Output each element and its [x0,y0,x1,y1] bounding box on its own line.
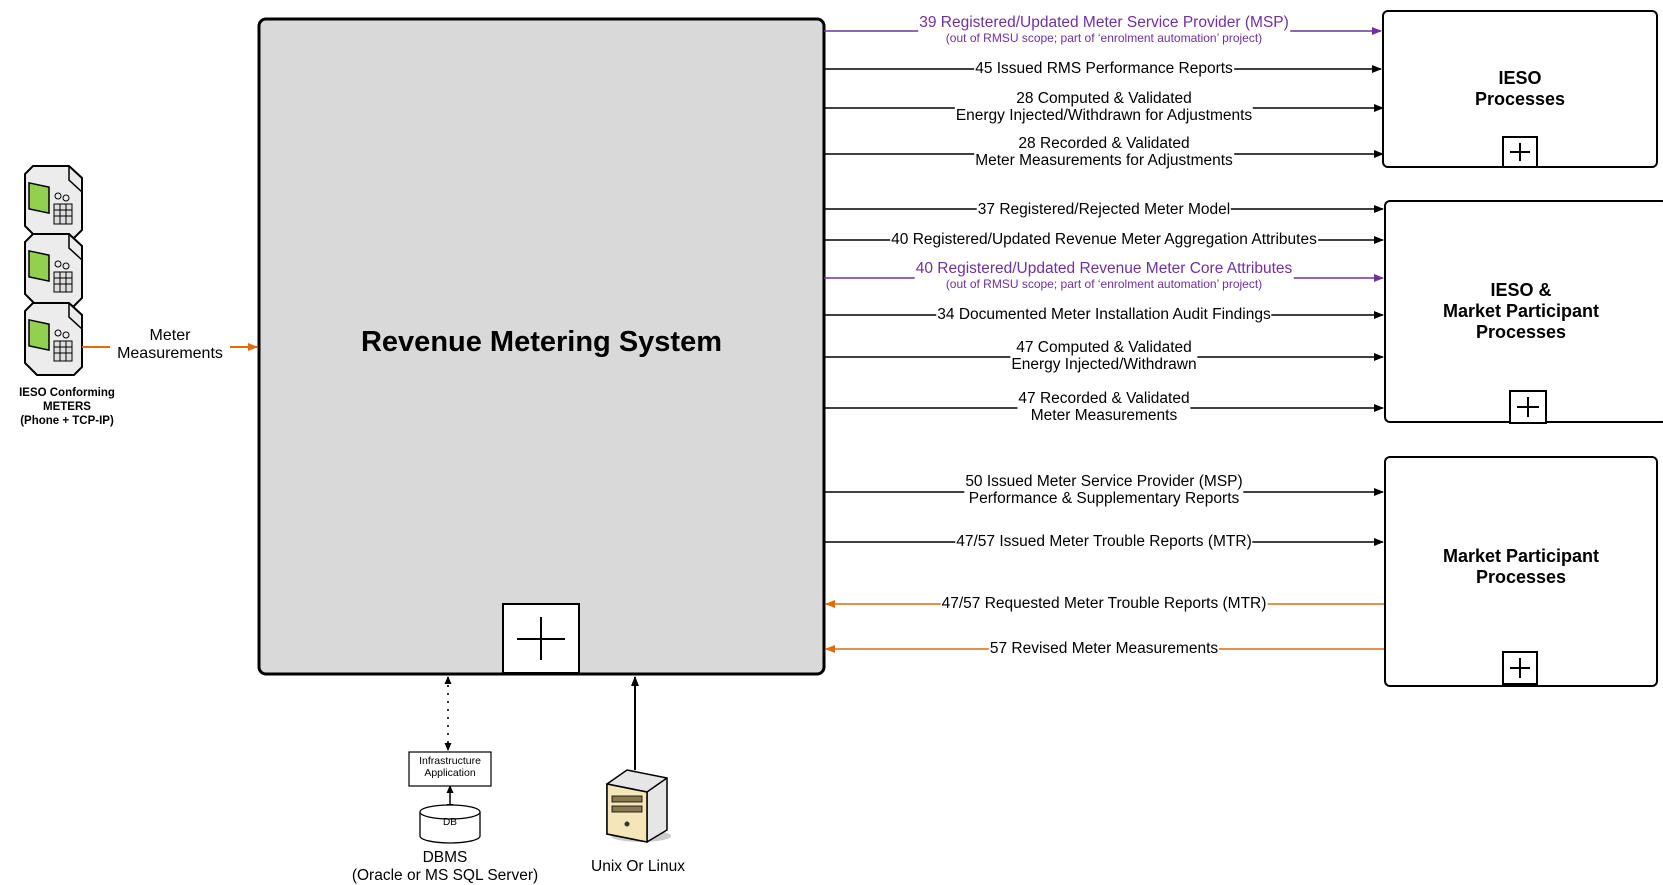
flow-label-note: (out of RMSU scope; part of ‘enrolment a… [945,31,1263,45]
flow-label: 39 Registered/Updated Meter Service Prov… [918,14,1290,45]
flow-label: 34 Documented Meter Installation Audit F… [936,306,1272,323]
ieso-box-line-1: IESO [1498,68,1542,88]
ieso-mp-box-line-2: Market Participant [1442,301,1600,321]
flow-label: 40 Registered/Updated Revenue Meter Core… [914,260,1294,291]
flow-label-line: 37 Registered/Rejected Meter Model [977,201,1231,218]
meter-icon [24,233,83,307]
dbms-label: DBMS (Oracle or MS SQL Server) [330,849,560,885]
ieso-box-line-2: Processes [1474,89,1566,109]
flow-label: 45 Issued RMS Performance Reports [974,60,1234,77]
database-icon [419,804,481,844]
flow-label-line: 28 Recorded & Validated [1018,135,1190,152]
ieso-processes-box: IESO Processes [1382,10,1658,168]
flow-label-line: 47 Computed & Validated [1016,339,1192,356]
flow-label-line: Meter Measurements [1030,407,1178,424]
infra-app-line-1: Infrastructure [419,755,481,767]
flow-label-line: Meter Measurements for Adjustments [975,152,1233,169]
flow-label-line: Energy Injected/Withdrawn for Adjustment… [955,107,1253,124]
flow-label-line: 40 Registered/Updated Revenue Meter Core… [915,260,1293,277]
dbms-line-2: (Oracle or MS SQL Server) [351,867,539,884]
meter-measurements-line-1: Meter [149,327,191,344]
flow-label-line: 47 Recorded & Validated [1018,390,1190,407]
flow-label-line: Performance & Supplementary Reports [968,490,1240,507]
rms-title: Revenue Metering System [360,326,722,358]
db-label: DB [443,817,457,828]
flow-label-line: 34 Documented Meter Installation Audit F… [937,306,1271,323]
flow-label: 57 Revised Meter Measurements [988,640,1220,657]
flow-label: 50 Issued Meter Service Provider (MSP)Pe… [964,473,1244,507]
flow-label: 40 Registered/Updated Revenue Meter Aggr… [890,231,1318,248]
infra-app-line-2: Application [424,767,476,779]
ieso-expand-icon[interactable] [1502,136,1538,168]
flow-label: 37 Registered/Rejected Meter Model [976,201,1232,218]
dbms-line-1: DBMS [422,849,468,866]
flow-label-note: (out of RMSU scope; part of ‘enrolment a… [945,277,1263,291]
flow-label-line: 50 Issued Meter Service Provider (MSP) [965,473,1243,490]
infrastructure-application-label: Infrastructure Application [409,755,491,779]
meters-caption-line-2: METERS [43,401,91,413]
flow-label-line: 47/57 Requested Meter Trouble Reports (M… [941,595,1267,612]
ieso-mp-box-line-1: IESO & [1490,280,1552,300]
flow-label-line: Energy Injected/Withdrawn [1011,356,1197,373]
flow-label-line: 57 Revised Meter Measurements [989,640,1219,657]
meter-measurements-label: Meter Measurements [110,327,230,363]
infrastructure-application-box [408,751,492,787]
os-label: Unix Or Linux [591,858,685,875]
flow-label-line: 39 Registered/Updated Meter Service Prov… [919,14,1289,31]
meters-caption-line-1: IESO Conforming [19,387,115,399]
flow-label-line: 40 Registered/Updated Revenue Meter Aggr… [891,231,1317,248]
meters-caption: IESO Conforming METERS (Phone + TCP-IP) [0,386,134,428]
ieso-mp-box-line-3: Processes [1475,322,1567,342]
rms-expand-icon[interactable] [502,603,580,674]
rms-box [257,17,826,676]
meter-devices [24,165,83,376]
ieso-mp-expand-icon[interactable] [1509,390,1547,424]
flow-label: 47/57 Issued Meter Trouble Reports (MTR) [955,533,1253,550]
mp-expand-icon[interactable] [1502,651,1538,685]
meters-caption-line-3: (Phone + TCP-IP) [20,415,114,427]
meter-icon [24,302,83,376]
mp-processes-box: Market Participant Processes [1384,456,1658,687]
flow-label-line: 47/57 Issued Meter Trouble Reports (MTR) [956,533,1252,550]
ieso-mp-processes-box: IESO & Market Participant Processes [1384,200,1663,424]
flow-label-line: 28 Computed & Validated [1016,90,1192,107]
meter-measurements-line-2: Measurements [117,345,223,362]
server-icon [606,769,671,843]
flow-label-line: 45 Issued RMS Performance Reports [975,60,1233,77]
mp-box-line-2: Processes [1475,567,1567,587]
meter-icon [24,165,83,239]
mp-box-line-1: Market Participant [1442,546,1600,566]
flow-label: 47/57 Requested Meter Trouble Reports (M… [940,595,1268,612]
